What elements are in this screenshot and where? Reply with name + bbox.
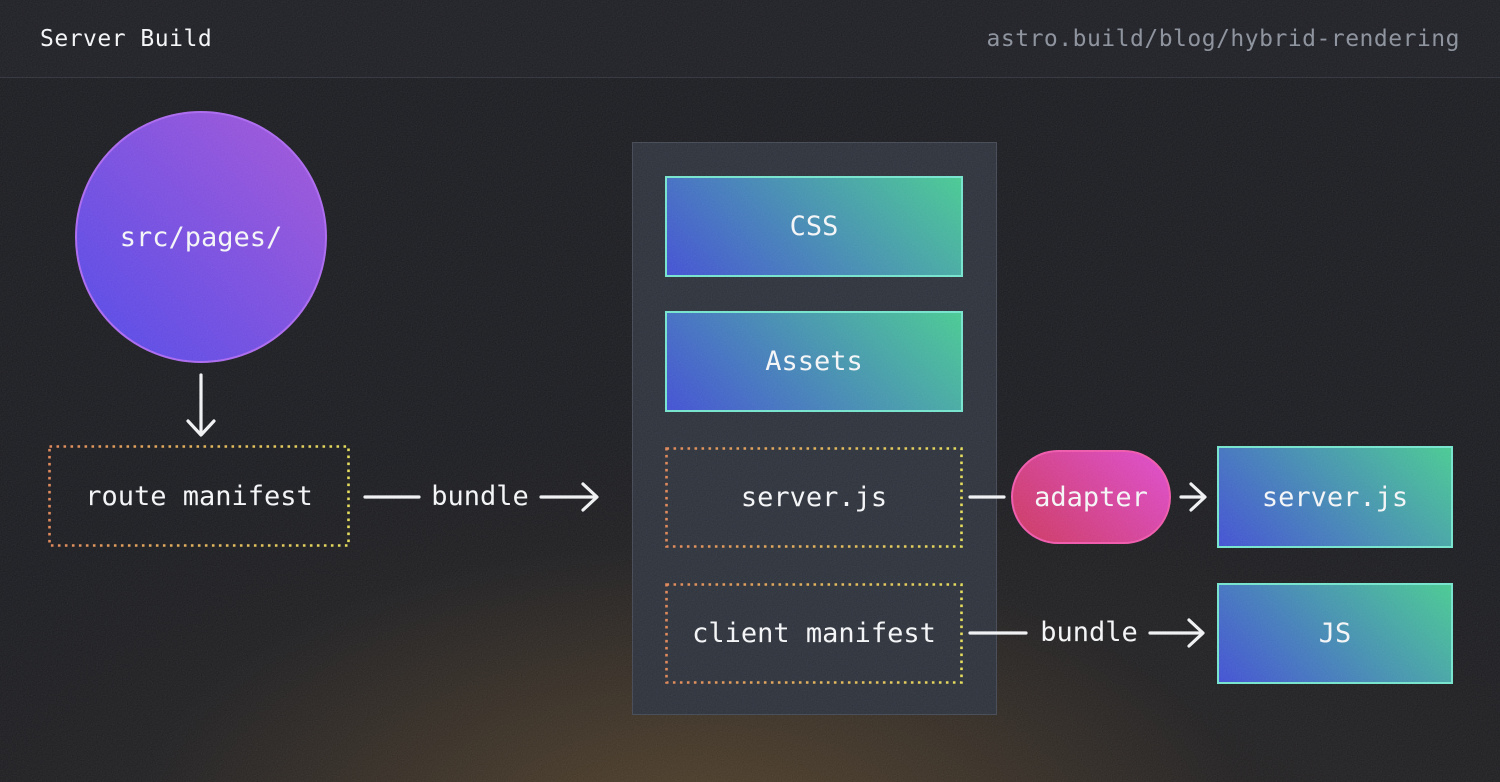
node-src-pages: src/pages/ [75,111,327,363]
node-css-label: CSS [789,211,839,242]
node-assets-label: Assets [765,346,863,377]
node-src-pages-label: src/pages/ [119,221,283,253]
node-client-manifest: client manifest [665,583,963,684]
node-js-output-label: JS [1318,618,1352,649]
source-url: astro.build/blog/hybrid-rendering [986,25,1460,52]
node-route-manifest: route manifest [48,445,350,547]
node-server-output-label: server.js [1261,481,1409,513]
node-server-bundle-label: server.js [740,482,888,513]
node-server-bundle: server.js [665,447,963,548]
page-title: Server Build [40,25,213,52]
node-js-output: JS [1217,583,1453,684]
arrow-pages-to-manifest [186,373,216,437]
node-client-manifest-label: client manifest [692,618,936,649]
node-adapter-label: adapter [1034,481,1148,513]
arrow-adapter-to-server [1179,482,1207,512]
edge-label-bundle-right: bundle [1040,617,1138,648]
node-route-manifest-label: route manifest [85,480,313,512]
node-adapter: adapter [1011,450,1171,544]
node-assets: Assets [665,311,963,412]
node-server-output: server.js [1217,446,1453,548]
node-css: CSS [665,176,963,277]
title-bar: Server Build astro.build/blog/hybrid-ren… [0,0,1500,78]
edge-label-bundle-left: bundle [431,481,529,512]
